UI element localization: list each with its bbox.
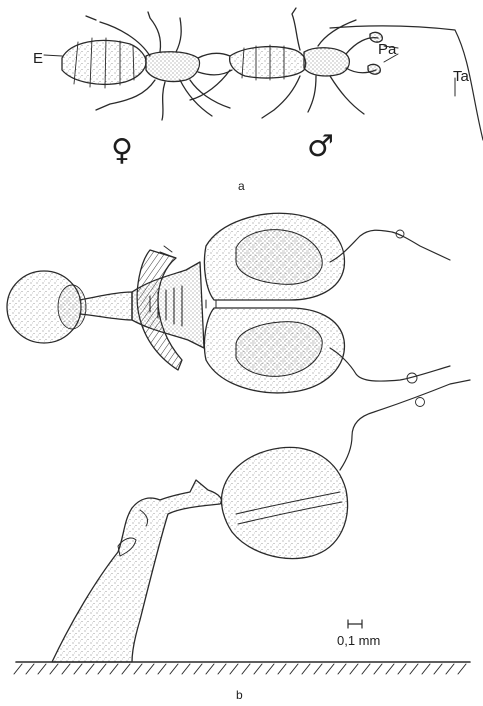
panel-a-drawing (44, 8, 483, 140)
e-pointer (44, 55, 62, 56)
scale-bar (348, 620, 362, 628)
lower-filament (330, 348, 450, 381)
label-pa: Pa (378, 42, 396, 57)
panel-label-a: a (238, 180, 245, 192)
female-body (62, 12, 232, 120)
ground-hatching (14, 664, 466, 674)
label-ta: Ta (453, 69, 469, 84)
spermatophore-stalk (52, 480, 222, 662)
label-e: E (33, 51, 43, 66)
male-body (190, 8, 398, 118)
female-symbol: ♀ (111, 136, 133, 166)
upper-filament (330, 230, 450, 262)
scale-label: 0,1 mm (337, 634, 380, 647)
panel-b-drawing (7, 213, 470, 674)
male-symbol: ♂ (307, 132, 334, 162)
panel-label-b: b (236, 689, 243, 701)
reservoir-stalk (80, 292, 132, 320)
sac-filament (340, 380, 470, 470)
